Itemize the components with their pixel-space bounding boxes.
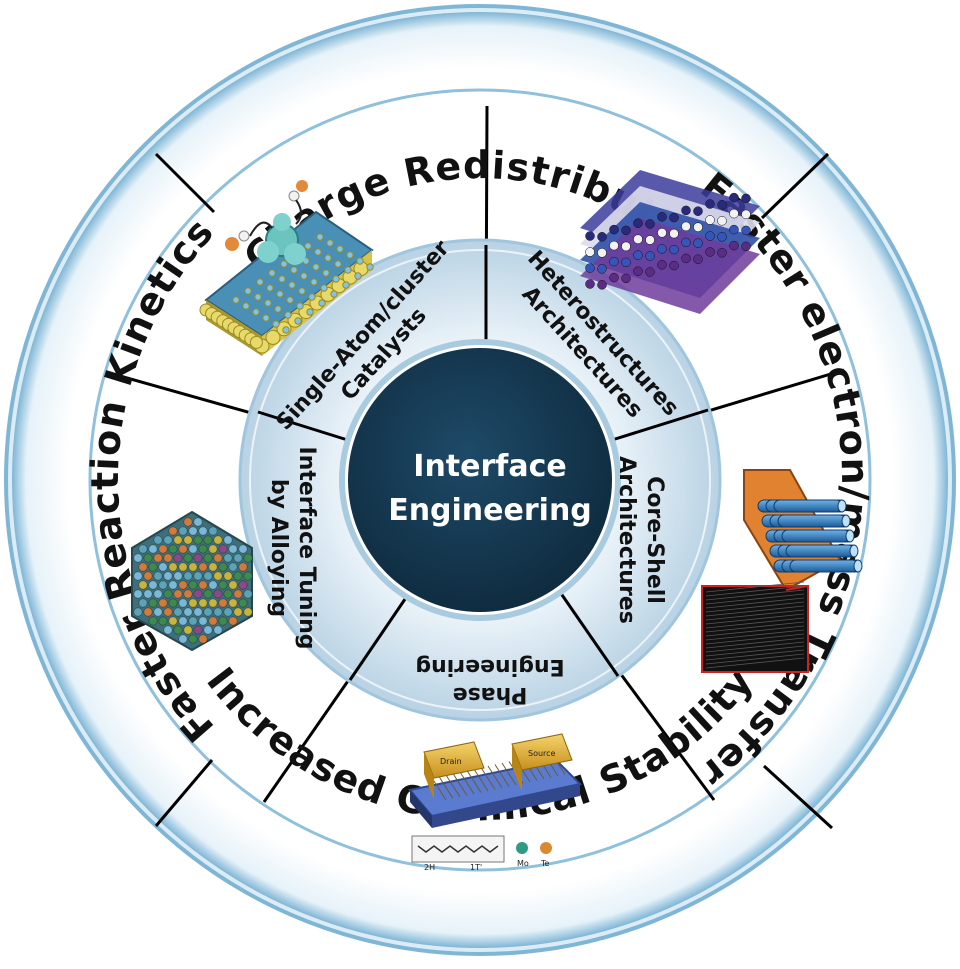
- svg-text:Phase: Phase: [453, 682, 528, 707]
- svg-text:Mo: Mo: [517, 859, 529, 868]
- alloy-nanoparticle-icon: [131, 510, 253, 652]
- center-title-line2: Engineering: [388, 493, 592, 528]
- strategy-core-shell: Core-Shell Architectures: [614, 456, 667, 624]
- drain-electrode: Source: [511, 733, 573, 792]
- svg-text:Architectures: Architectures: [614, 456, 639, 624]
- svg-text:Source: Source: [528, 749, 556, 758]
- 2d-transistor-device-icon: Drain Source 2H 1T' Mo Te: [408, 733, 583, 872]
- strategy-phase: Phase Engineering: [415, 654, 564, 707]
- svg-text:Core-Shell: Core-Shell: [642, 476, 667, 604]
- core-shell-nanotube-icon: [701, 469, 863, 673]
- single-atom-catalyst-icon: [199, 180, 374, 356]
- svg-text:1T': 1T': [470, 863, 482, 872]
- svg-text:by Alloying: by Alloying: [266, 479, 291, 617]
- svg-text:Interface Tuning: Interface Tuning: [294, 446, 319, 649]
- source-electrode: Drain: [423, 741, 485, 800]
- svg-text:2H: 2H: [424, 863, 435, 872]
- layered-heterostructure-icon: [580, 170, 760, 314]
- outer-ring-dividers: [154, 152, 834, 830]
- center-title-line1: Interface: [413, 449, 566, 484]
- strategy-alloying: Interface Tuning by Alloying: [266, 446, 319, 649]
- center-circle: [348, 348, 612, 612]
- svg-text:Drain: Drain: [440, 757, 462, 766]
- svg-text:Engineering: Engineering: [415, 654, 564, 679]
- svg-text:Te: Te: [540, 859, 550, 868]
